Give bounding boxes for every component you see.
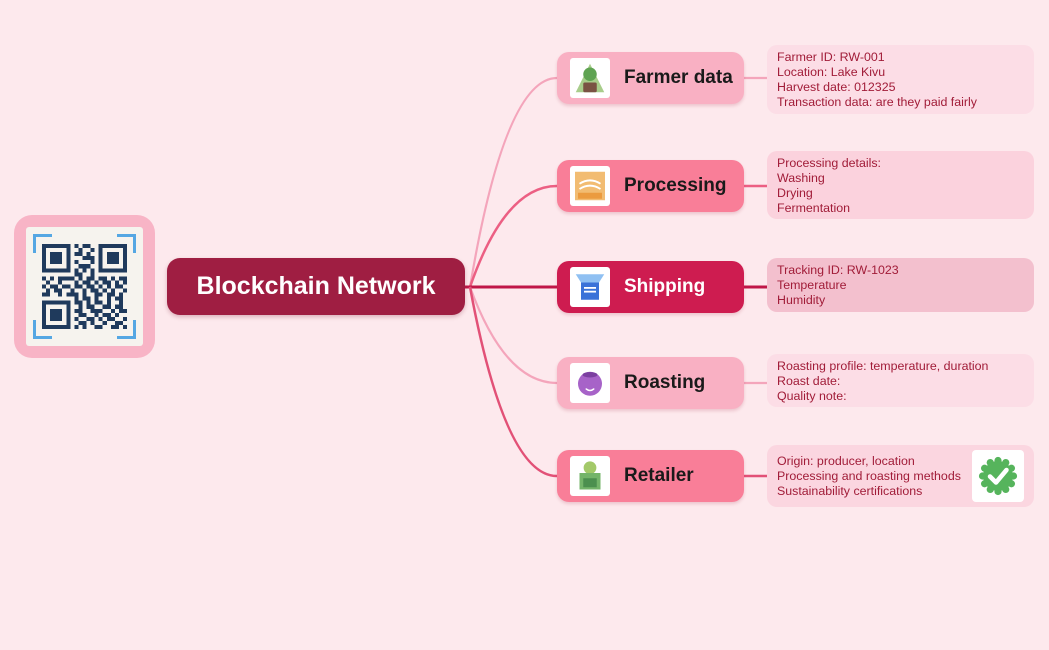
connector-farmer-line (468, 76, 558, 288)
connector-roasting-line (468, 286, 558, 385)
branch-label: Shipping (624, 276, 706, 297)
qr-code-icon (26, 227, 143, 346)
branch-node-farmer-data[interactable]: Farmer data (557, 52, 744, 104)
qr-code-panel[interactable] (14, 215, 155, 358)
branch-node-shipping[interactable]: Shipping (557, 261, 744, 313)
central-node-label: Blockchain Network (196, 272, 436, 300)
branch-label: Retailer (624, 465, 694, 486)
verified-check-icon (972, 450, 1024, 502)
branch-node-processing[interactable]: Processing (557, 160, 744, 212)
branch-label: Processing (624, 175, 727, 196)
roasting-icon (570, 363, 610, 403)
scan-bracket-bottom-right-icon (117, 320, 136, 339)
scan-bracket-top-right-icon (117, 234, 136, 253)
branch-node-roasting[interactable]: Roasting (557, 357, 744, 409)
connector-retailer-line (468, 286, 558, 478)
qr-pattern (42, 244, 127, 329)
central-node[interactable]: Blockchain Network (167, 258, 465, 315)
scan-bracket-top-left-icon (33, 234, 52, 253)
retailer-icon (570, 456, 610, 496)
connector-processing-line (468, 184, 558, 288)
branch-node-retailer[interactable]: Retailer (557, 450, 744, 502)
scan-bracket-bottom-left-icon (33, 320, 52, 339)
branch-label: Roasting (624, 372, 706, 393)
farmer-icon (570, 58, 610, 98)
branch-label: Farmer data (624, 67, 733, 88)
processing-icon (570, 166, 610, 206)
shipping-icon (570, 267, 610, 307)
